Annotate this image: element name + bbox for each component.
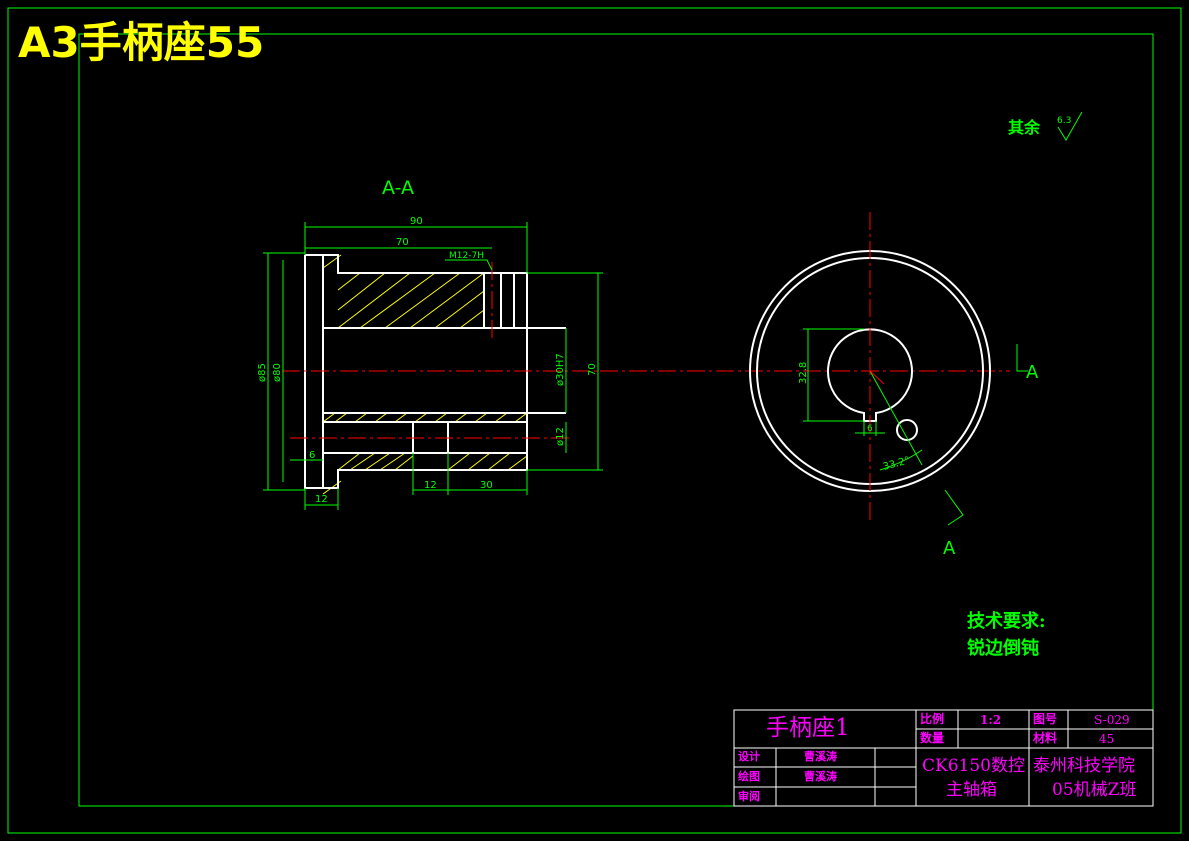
section-view: A-A 90 70 M12-7H ø85 ø80 ø30H7 70 ø12 6 … [257, 177, 603, 510]
section-mark-bottom: A [943, 538, 956, 559]
draw-label: 绘图 [738, 770, 760, 783]
roughness-value: 6.3 [1057, 116, 1072, 126]
dim-hole-12: ø12 [555, 427, 566, 446]
section-arrow-bottom [944, 489, 964, 526]
part-name: 手柄座1 [766, 715, 850, 741]
section-view-label: A-A [382, 177, 414, 199]
section-mark-top: A [1026, 362, 1039, 383]
dim-hole-width-12: 12 [424, 480, 437, 491]
dim-flange-12: 12 [315, 494, 328, 505]
assembly-line-2: 主轴箱 [946, 780, 997, 800]
dim-length-30: 30 [480, 480, 493, 491]
scale-label: 比例 [920, 712, 945, 726]
cross-hole [896, 419, 918, 441]
dim-dia-80: ø80 [272, 363, 283, 382]
end-view: 32.8 6 33.2° A A [749, 212, 1039, 559]
dim-offset-6: 6 [309, 450, 315, 461]
section-hatch [322, 254, 528, 495]
material: 45 [1099, 732, 1115, 746]
drawing-no-label: 图号 [1033, 712, 1058, 726]
bore-with-keyway [827, 328, 913, 422]
material-label: 材料 [1033, 731, 1058, 745]
roughness-label: 其余 [1008, 118, 1041, 137]
tech-requirements-heading: 技术要求: [967, 611, 1046, 632]
drawing-no: S-029 [1094, 713, 1130, 727]
scale-value: 1:2 [980, 713, 1002, 727]
school-line-1: 泰州科技学院 [1033, 756, 1135, 776]
assembly-line-1: CK6150数控 [922, 756, 1025, 776]
section-arrow-top [1016, 344, 1028, 372]
dim-keyway-height: 32.8 [798, 362, 809, 384]
dim-bore: ø30H7 [555, 353, 566, 386]
tech-requirements-item: 锐边倒钝 [967, 638, 1039, 659]
dim-length-70: 70 [396, 237, 409, 248]
section-centerlines [282, 262, 600, 439]
inner-frame [78, 33, 1154, 807]
school-line-2: 05机械Z班 [1052, 780, 1137, 800]
outer-frame [7, 7, 1182, 834]
title-block-grid [733, 709, 1154, 807]
dim-dia-70: 70 [587, 363, 598, 376]
dim-keyway-width: 6 [867, 424, 873, 434]
draw-name: 曹溪涛 [804, 770, 837, 783]
roughness-symbol [1057, 111, 1083, 141]
section-dimensions [263, 222, 603, 510]
dim-angle: 33.2° [882, 455, 911, 473]
banner-title: A3手柄座55 [18, 18, 265, 67]
dim-thread: M12-7H [449, 251, 484, 261]
dim-dia-85: ø85 [257, 363, 268, 382]
dim-total-length: 90 [410, 216, 423, 227]
design-label: 设计 [738, 750, 760, 763]
design-name: 曹溪涛 [804, 750, 837, 763]
qty-label: 数量 [920, 731, 945, 745]
review-label: 审阅 [738, 790, 760, 803]
